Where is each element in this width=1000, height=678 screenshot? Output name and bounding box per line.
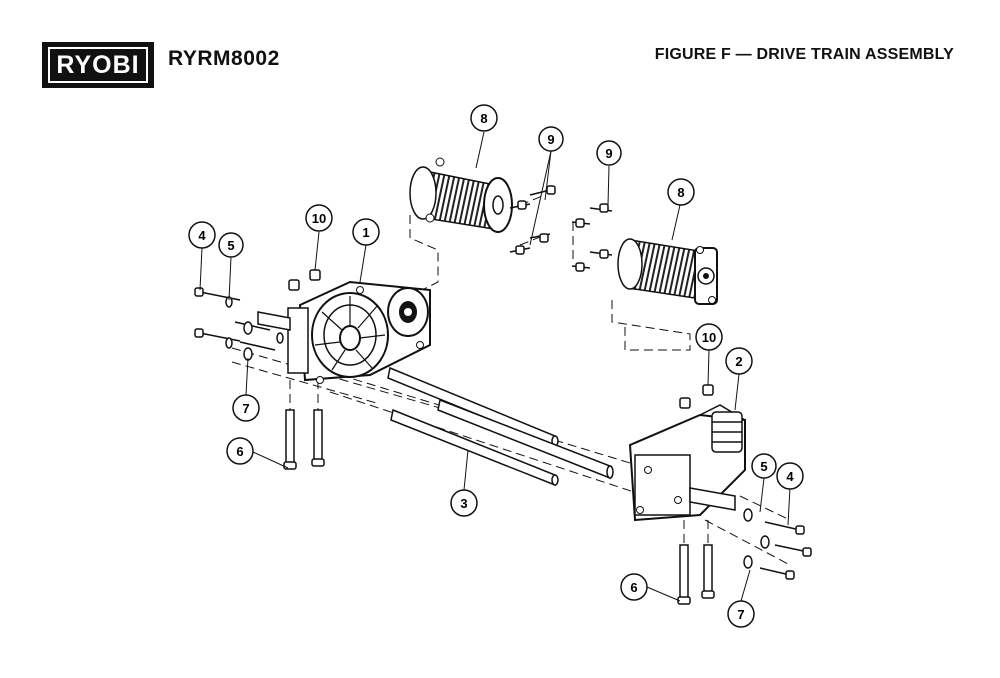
gearbox-right	[628, 404, 746, 522]
callout-9-left: 9	[538, 126, 564, 152]
ryobi-logo: RYOBI	[42, 42, 154, 88]
svg-text:8: 8	[677, 185, 684, 200]
svg-text:2: 2	[735, 354, 742, 369]
callout-6-right: 6	[620, 573, 648, 601]
callout-5-right: 5	[751, 453, 777, 479]
figure-title: FIGURE F — DRIVE TRAIN ASSEMBLY	[654, 46, 954, 63]
svg-text:10: 10	[702, 330, 716, 345]
svg-text:1: 1	[362, 225, 369, 240]
callout-6-left: 6	[226, 437, 254, 465]
callout-7-left: 7	[232, 394, 260, 422]
svg-text:7: 7	[737, 607, 744, 622]
svg-text:7: 7	[242, 401, 249, 416]
svg-text:6: 6	[630, 580, 637, 595]
screws-9	[509, 185, 613, 272]
brand-name: RYOBI	[48, 47, 148, 83]
svg-text:3: 3	[460, 496, 467, 511]
fasteners-right	[679, 384, 812, 580]
callout-9-right: 9	[596, 140, 622, 166]
svg-text:5: 5	[227, 238, 234, 253]
fasteners-left	[194, 269, 321, 361]
svg-text:4: 4	[198, 228, 206, 243]
motor-upper	[409, 157, 513, 233]
gearbox-left	[257, 280, 431, 384]
callout-8-top: 8	[470, 104, 498, 132]
svg-text:9: 9	[547, 132, 554, 147]
callout-3: 3	[450, 489, 478, 517]
callout-5-left: 5	[218, 232, 244, 258]
axle-shafts	[387, 366, 614, 487]
svg-text:10: 10	[312, 211, 326, 226]
svg-text:6: 6	[236, 444, 243, 459]
callout-1: 1	[352, 218, 380, 246]
motor-lower	[617, 238, 718, 305]
svg-text:9: 9	[605, 146, 612, 161]
svg-text:8: 8	[480, 111, 487, 126]
leader-lines	[199, 131, 791, 602]
callout-4-left: 4	[188, 221, 216, 249]
svg-text:4: 4	[786, 469, 794, 484]
callout-2: 2	[725, 347, 753, 375]
callout-7-right: 7	[727, 600, 755, 628]
svg-text:5: 5	[760, 459, 767, 474]
model-number: RYRM8002	[168, 47, 280, 70]
callout-4-right: 4	[776, 462, 804, 490]
callout-8-bottom: 8	[667, 178, 695, 206]
callout-10-right: 10	[695, 323, 723, 351]
callout-10-left: 10	[305, 204, 333, 232]
